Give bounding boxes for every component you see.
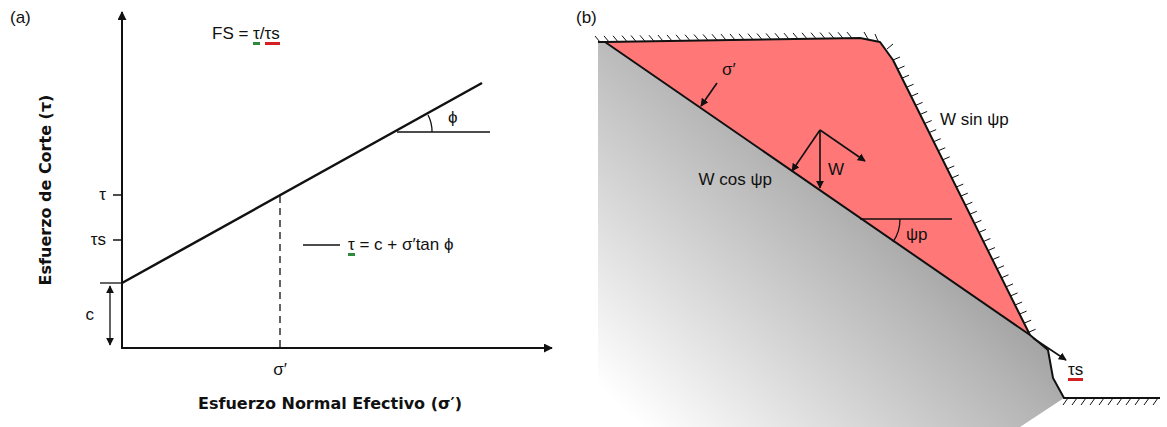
- hatch-tick: [952, 175, 959, 178]
- hatch-tick: [1063, 398, 1068, 405]
- hatch-tick: [988, 248, 995, 251]
- hatch-tick: [1024, 320, 1031, 323]
- slope-section: [595, 32, 1160, 427]
- hatch-tick: [875, 34, 878, 41]
- hatch-tick: [864, 32, 868, 39]
- hatch-tick: [934, 139, 941, 142]
- figure-label: τs: [1068, 360, 1083, 380]
- hatch-tick: [712, 34, 717, 40]
- hatch-tick: [902, 75, 909, 78]
- color-underline: [253, 42, 260, 45]
- hatch-tick: [829, 32, 834, 38]
- hatch-tick: [1099, 398, 1104, 405]
- hatch-tick: [730, 34, 735, 40]
- hatch-tick: [1081, 398, 1086, 405]
- hatch-tick: [847, 32, 852, 38]
- figure-label: τ: [99, 185, 106, 205]
- hatch-tick: [613, 36, 618, 42]
- hatch-tick: [916, 102, 923, 105]
- hatch-tick: [887, 44, 893, 49]
- hatch-tick: [997, 266, 1004, 269]
- hatch-tick: [956, 184, 963, 187]
- hatch-tick: [920, 111, 927, 114]
- hatch-tick: [739, 34, 744, 40]
- hatch-tick: [721, 34, 726, 40]
- hatch-tick: [1029, 329, 1036, 332]
- hatch-tick: [1117, 398, 1122, 405]
- hatch-tick: [983, 239, 990, 242]
- hatch-tick: [766, 33, 771, 39]
- hatch-tick: [595, 36, 600, 42]
- color-underline: [1068, 378, 1083, 381]
- figure-label: FS = τ/τs: [212, 24, 280, 44]
- hatch-tick: [970, 211, 977, 214]
- figure-label: W sin ψp: [940, 110, 1009, 130]
- hatch-tick: [694, 35, 699, 41]
- figure-label: ψp: [906, 225, 928, 245]
- hatch-tick: [784, 33, 789, 39]
- hatch-tick: [1135, 398, 1140, 405]
- hatch-tick: [685, 35, 690, 41]
- hatch-tick: [979, 229, 986, 232]
- hatch-tick: [911, 93, 918, 96]
- hatch-tick: [1015, 302, 1022, 305]
- color-underline: [265, 42, 280, 45]
- hatch-tick: [793, 33, 798, 39]
- color-underline: [348, 253, 355, 256]
- hatch-tick: [640, 35, 645, 41]
- hatch-tick: [965, 202, 972, 205]
- hatch-tick: [649, 35, 654, 41]
- axis-title: Esfuerzo de Corte (τ): [37, 95, 55, 286]
- hatch-tick: [802, 33, 807, 39]
- hatch-tick: [838, 32, 843, 38]
- hatch-tick: [658, 35, 663, 41]
- hatch-tick: [1108, 398, 1113, 405]
- hatch-tick: [1006, 284, 1013, 287]
- hatch-tick: [631, 36, 636, 42]
- figure-label: W: [828, 160, 844, 180]
- hatch-tick: [898, 66, 905, 69]
- hatch-tick: [1002, 275, 1009, 278]
- figure-label: (b): [576, 8, 597, 28]
- hatch-tick: [961, 193, 968, 196]
- hatch-tick: [943, 157, 950, 160]
- hatch-tick: [974, 220, 981, 223]
- hatch-tick: [811, 33, 816, 39]
- figure-label: τ = c + σ′tan ϕ: [348, 235, 454, 255]
- hatch-tick: [748, 34, 753, 40]
- figure-label: τs: [91, 230, 106, 250]
- hatch-tick: [820, 33, 825, 39]
- hatch-tick: [929, 130, 936, 133]
- hatch-tick: [757, 34, 762, 40]
- hatch-tick: [893, 57, 900, 60]
- hatch-tick: [1020, 311, 1027, 314]
- figure-label: W cos ψp: [698, 170, 772, 190]
- hatch-tick: [1011, 293, 1018, 296]
- figure-label: c: [86, 305, 95, 325]
- hatch-tick: [1153, 398, 1158, 405]
- hatch-tick: [947, 166, 954, 169]
- hatch-tick: [1126, 398, 1131, 405]
- figure-label: ϕ: [448, 108, 458, 128]
- hatch-tick: [1144, 398, 1149, 405]
- hatch-tick: [703, 34, 708, 40]
- figure-label: (a): [10, 8, 31, 28]
- hatch-tick: [667, 35, 672, 41]
- figure-label: σ′: [722, 60, 736, 80]
- hatch-tick: [938, 148, 945, 151]
- shear-chart: [100, 12, 552, 349]
- figure-label: σ′: [273, 360, 287, 380]
- hatch-tick: [1090, 398, 1095, 405]
- axis-title: Esfuerzo Normal Efectivo (σ′): [198, 395, 462, 413]
- hatch-tick: [1072, 398, 1077, 405]
- hatch-tick: [925, 121, 932, 124]
- hatch-tick: [775, 33, 780, 39]
- hatch-tick: [604, 36, 609, 42]
- hatch-tick: [622, 36, 627, 42]
- hatch-tick: [907, 84, 914, 87]
- hatch-tick: [992, 257, 999, 260]
- hatch-tick: [676, 35, 681, 41]
